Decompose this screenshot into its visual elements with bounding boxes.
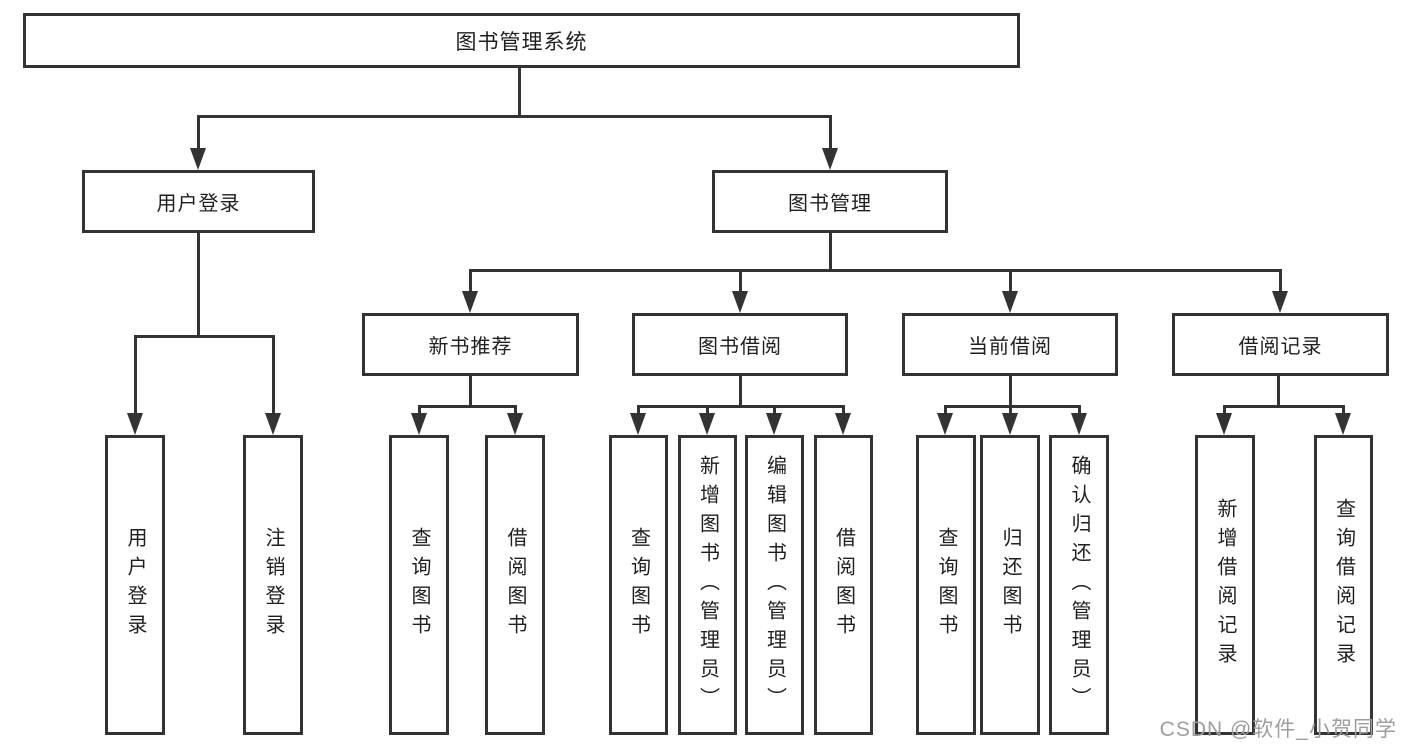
connector-user-login-stub [197,233,200,337]
leaf-borrow-borrow-book-label: 借阅图书 [832,527,855,643]
leaf-user-login: 用户登录 [105,435,165,735]
arrowhead-recommend [462,291,478,313]
arrowhead-b2 [507,413,523,435]
arrowhead-user-login [190,148,206,170]
arrowhead-e2 [1335,413,1351,435]
arrowhead-c1 [630,413,646,435]
arrowhead-c4 [835,413,851,435]
connector-current-stub [1009,376,1012,407]
leaf-records-add-record: 新增借阅记录 [1195,435,1255,735]
leaf-borrow-borrow-book: 借阅图书 [814,435,873,735]
arrowhead-e1 [1216,413,1232,435]
leaf-borrow-query-book-label: 查询图书 [627,527,650,643]
leaf-borrow-edit-book-admin: 编辑图书（管理员） [745,435,804,735]
leaf-records-add-record-label: 新增借阅记录 [1214,498,1236,672]
leaf-current-confirm-return-admin-label: 确认归还（管理员） [1068,454,1090,716]
leaf-user-login-label: 用户登录 [124,527,146,643]
connector-stem-leaf-user-login [134,335,137,413]
connector-recommend-rail [418,405,517,408]
leaf-logout: 注销登录 [243,435,303,735]
leaf-current-confirm-return-admin: 确认归还（管理员） [1049,435,1109,735]
connector-current-rail [944,405,1081,408]
node-borrow-records: 借阅记录 [1172,313,1389,376]
connector-user-login-rail [134,335,275,338]
arrowhead-current [1002,291,1018,313]
arrowhead-borrow [732,291,748,313]
connector-stem-e2 [1342,405,1345,415]
leaf-recommend-query-book-label: 查询图书 [408,527,430,643]
leaf-borrow-query-book: 查询图书 [609,435,668,735]
connector-stem-recommend [469,269,472,293]
leaf-recommend-borrow-book-label: 借阅图书 [504,527,526,643]
leaf-recommend-query-book: 查询图书 [389,435,449,735]
connector-level3-rail [469,269,1282,272]
node-root: 图书管理系统 [23,13,1020,68]
connector-stem-current [1009,269,1012,293]
node-new-book-recommend: 新书推荐 [362,313,579,376]
leaf-current-query-book-label: 查询图书 [935,527,957,643]
connector-stem-c3 [773,405,776,415]
connector-root-stub [518,68,521,118]
connector-borrow-rail [637,405,845,408]
node-user-login: 用户登录 [82,170,315,233]
arrowhead-c2 [699,413,715,435]
leaf-borrow-add-book-admin: 新增图书（管理员） [678,435,737,735]
connector-records-rail [1223,405,1345,408]
connector-stem-user-login [197,115,200,148]
connector-borrow-stub [739,376,742,407]
arrowhead-d1 [937,413,953,435]
leaf-records-query-record-label: 查询借阅记录 [1332,498,1355,672]
connector-recommend-stub [469,376,472,407]
arrowhead-d2 [1002,413,1018,435]
arrowhead-c3 [766,413,782,435]
leaf-current-query-book: 查询图书 [916,435,976,735]
connector-stem-leaf-logout [272,335,275,413]
arrowhead-leaf-user-login [127,413,143,435]
arrowhead-b1 [411,413,427,435]
node-book-borrow: 图书借阅 [632,313,848,376]
watermark: CSDN @软件_小贺同学 [1159,718,1397,741]
connector-stem-b2 [514,405,517,415]
node-book-management: 图书管理 [712,170,948,233]
connector-stem-b1 [418,405,421,415]
connector-stem-book-mgmt [829,115,832,148]
leaf-recommend-borrow-book: 借阅图书 [485,435,545,735]
arrowhead-leaf-logout [265,413,281,435]
connector-stem-c2 [706,405,709,415]
connector-stem-d3 [1078,405,1081,415]
connector-stem-borrow [739,269,742,293]
connector-book-mgmt-stub [829,233,832,272]
leaf-current-return-book: 归还图书 [980,435,1040,735]
connector-stem-c4 [842,405,845,415]
connector-level1-rail [197,115,832,118]
leaf-logout-label: 注销登录 [262,527,284,643]
leaf-borrow-edit-book-admin-label: 编辑图书（管理员） [763,454,786,716]
connector-stem-records [1279,269,1282,293]
leaf-borrow-add-book-admin-label: 新增图书（管理员） [696,454,719,716]
arrowhead-records [1272,291,1288,313]
connector-records-stub [1277,376,1280,407]
node-current-borrow: 当前借阅 [902,313,1118,376]
connector-stem-c1 [637,405,640,415]
connector-stem-d2 [1009,405,1012,415]
arrowhead-d3 [1071,413,1087,435]
connector-stem-d1 [944,405,947,415]
leaf-records-query-record: 查询借阅记录 [1314,435,1373,735]
leaf-current-return-book-label: 归还图书 [999,527,1021,643]
arrowhead-book-mgmt [822,148,838,170]
connector-stem-e1 [1223,405,1226,415]
